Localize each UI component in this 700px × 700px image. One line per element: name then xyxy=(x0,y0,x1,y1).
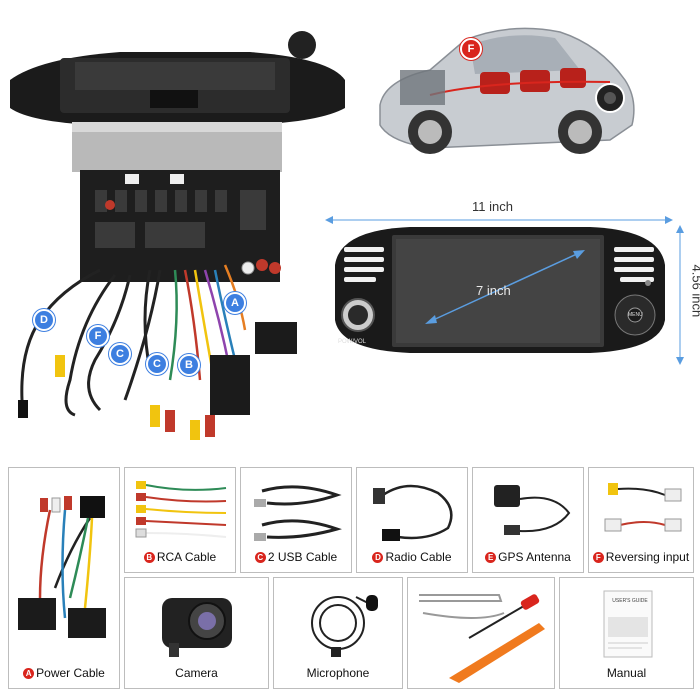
badge-c-wiring-left: C xyxy=(109,343,131,365)
caption-text: Microphone xyxy=(306,666,370,680)
wiring-illustration: A B C C D F xyxy=(0,0,345,445)
removal-tools-icon xyxy=(419,594,545,683)
accessory-caption-manual: Manual xyxy=(560,666,693,680)
accessory-caption-microphone: Microphone xyxy=(274,666,402,680)
manual-icon xyxy=(603,590,653,658)
car-cutaway-svg xyxy=(379,27,635,154)
width-arrow xyxy=(325,216,673,224)
caption-text: GPS Antenna xyxy=(498,550,571,564)
menu-label: MENU xyxy=(628,312,643,318)
badge-f-car: F xyxy=(460,38,482,60)
accessory-removal-tools xyxy=(407,577,555,689)
badge-e: E xyxy=(485,552,497,563)
dimension-diagonal-label: 7 inch xyxy=(476,283,511,298)
gps-antenna-icon xyxy=(494,485,571,535)
camera-icon xyxy=(162,598,232,657)
badge-a-wiring: A xyxy=(224,292,246,314)
reversing-input-icon xyxy=(604,483,682,532)
badge-b: B xyxy=(143,552,155,563)
usb-cable-icon xyxy=(254,485,342,541)
caption-text: RCA Cable xyxy=(156,550,217,564)
badge-f: F xyxy=(592,552,604,563)
knob-label: POW/VOL xyxy=(338,339,367,345)
accessory-microphone: Microphone xyxy=(273,577,403,689)
caption-text: Reversing input xyxy=(605,550,690,564)
badge-d-wiring: D xyxy=(33,309,55,331)
head-unit-back-svg xyxy=(10,31,345,440)
badge-d: D xyxy=(372,552,384,563)
manual-cover-title: USER'S GUIDE xyxy=(612,598,648,604)
accessory-camera: Camera xyxy=(124,577,269,689)
rca-cable-icon xyxy=(135,481,227,538)
badge-c-wiring-right: C xyxy=(146,353,168,375)
caption-text: 2 USB Cable xyxy=(267,550,338,564)
height-arrow xyxy=(676,225,684,365)
diagonal-arrow xyxy=(425,250,585,324)
car-illustration: F xyxy=(370,10,640,170)
accessory-caption-camera: Camera xyxy=(125,666,268,680)
microphone-icon xyxy=(311,595,378,657)
head-unit-front: POW/VOL MENU 7 inch xyxy=(330,225,670,355)
caption-text: Manual xyxy=(606,666,647,680)
power-cable-icon xyxy=(18,496,106,638)
badge-a: A xyxy=(23,668,35,679)
dimension-height-label: 4.56 inch xyxy=(689,264,700,318)
badge-b-wiring: B xyxy=(178,354,200,376)
radio-cable-icon xyxy=(373,484,453,541)
badge-c: C xyxy=(254,552,266,563)
dimension-width-label: 11 inch xyxy=(472,199,513,214)
badge-f-wiring: F xyxy=(87,325,109,347)
caption-text: Camera xyxy=(175,666,218,680)
caption-text: Power Cable xyxy=(36,666,105,680)
accessory-manual: USER'S GUIDE Manual xyxy=(559,577,694,689)
caption-text: Radio Cable xyxy=(385,550,452,564)
